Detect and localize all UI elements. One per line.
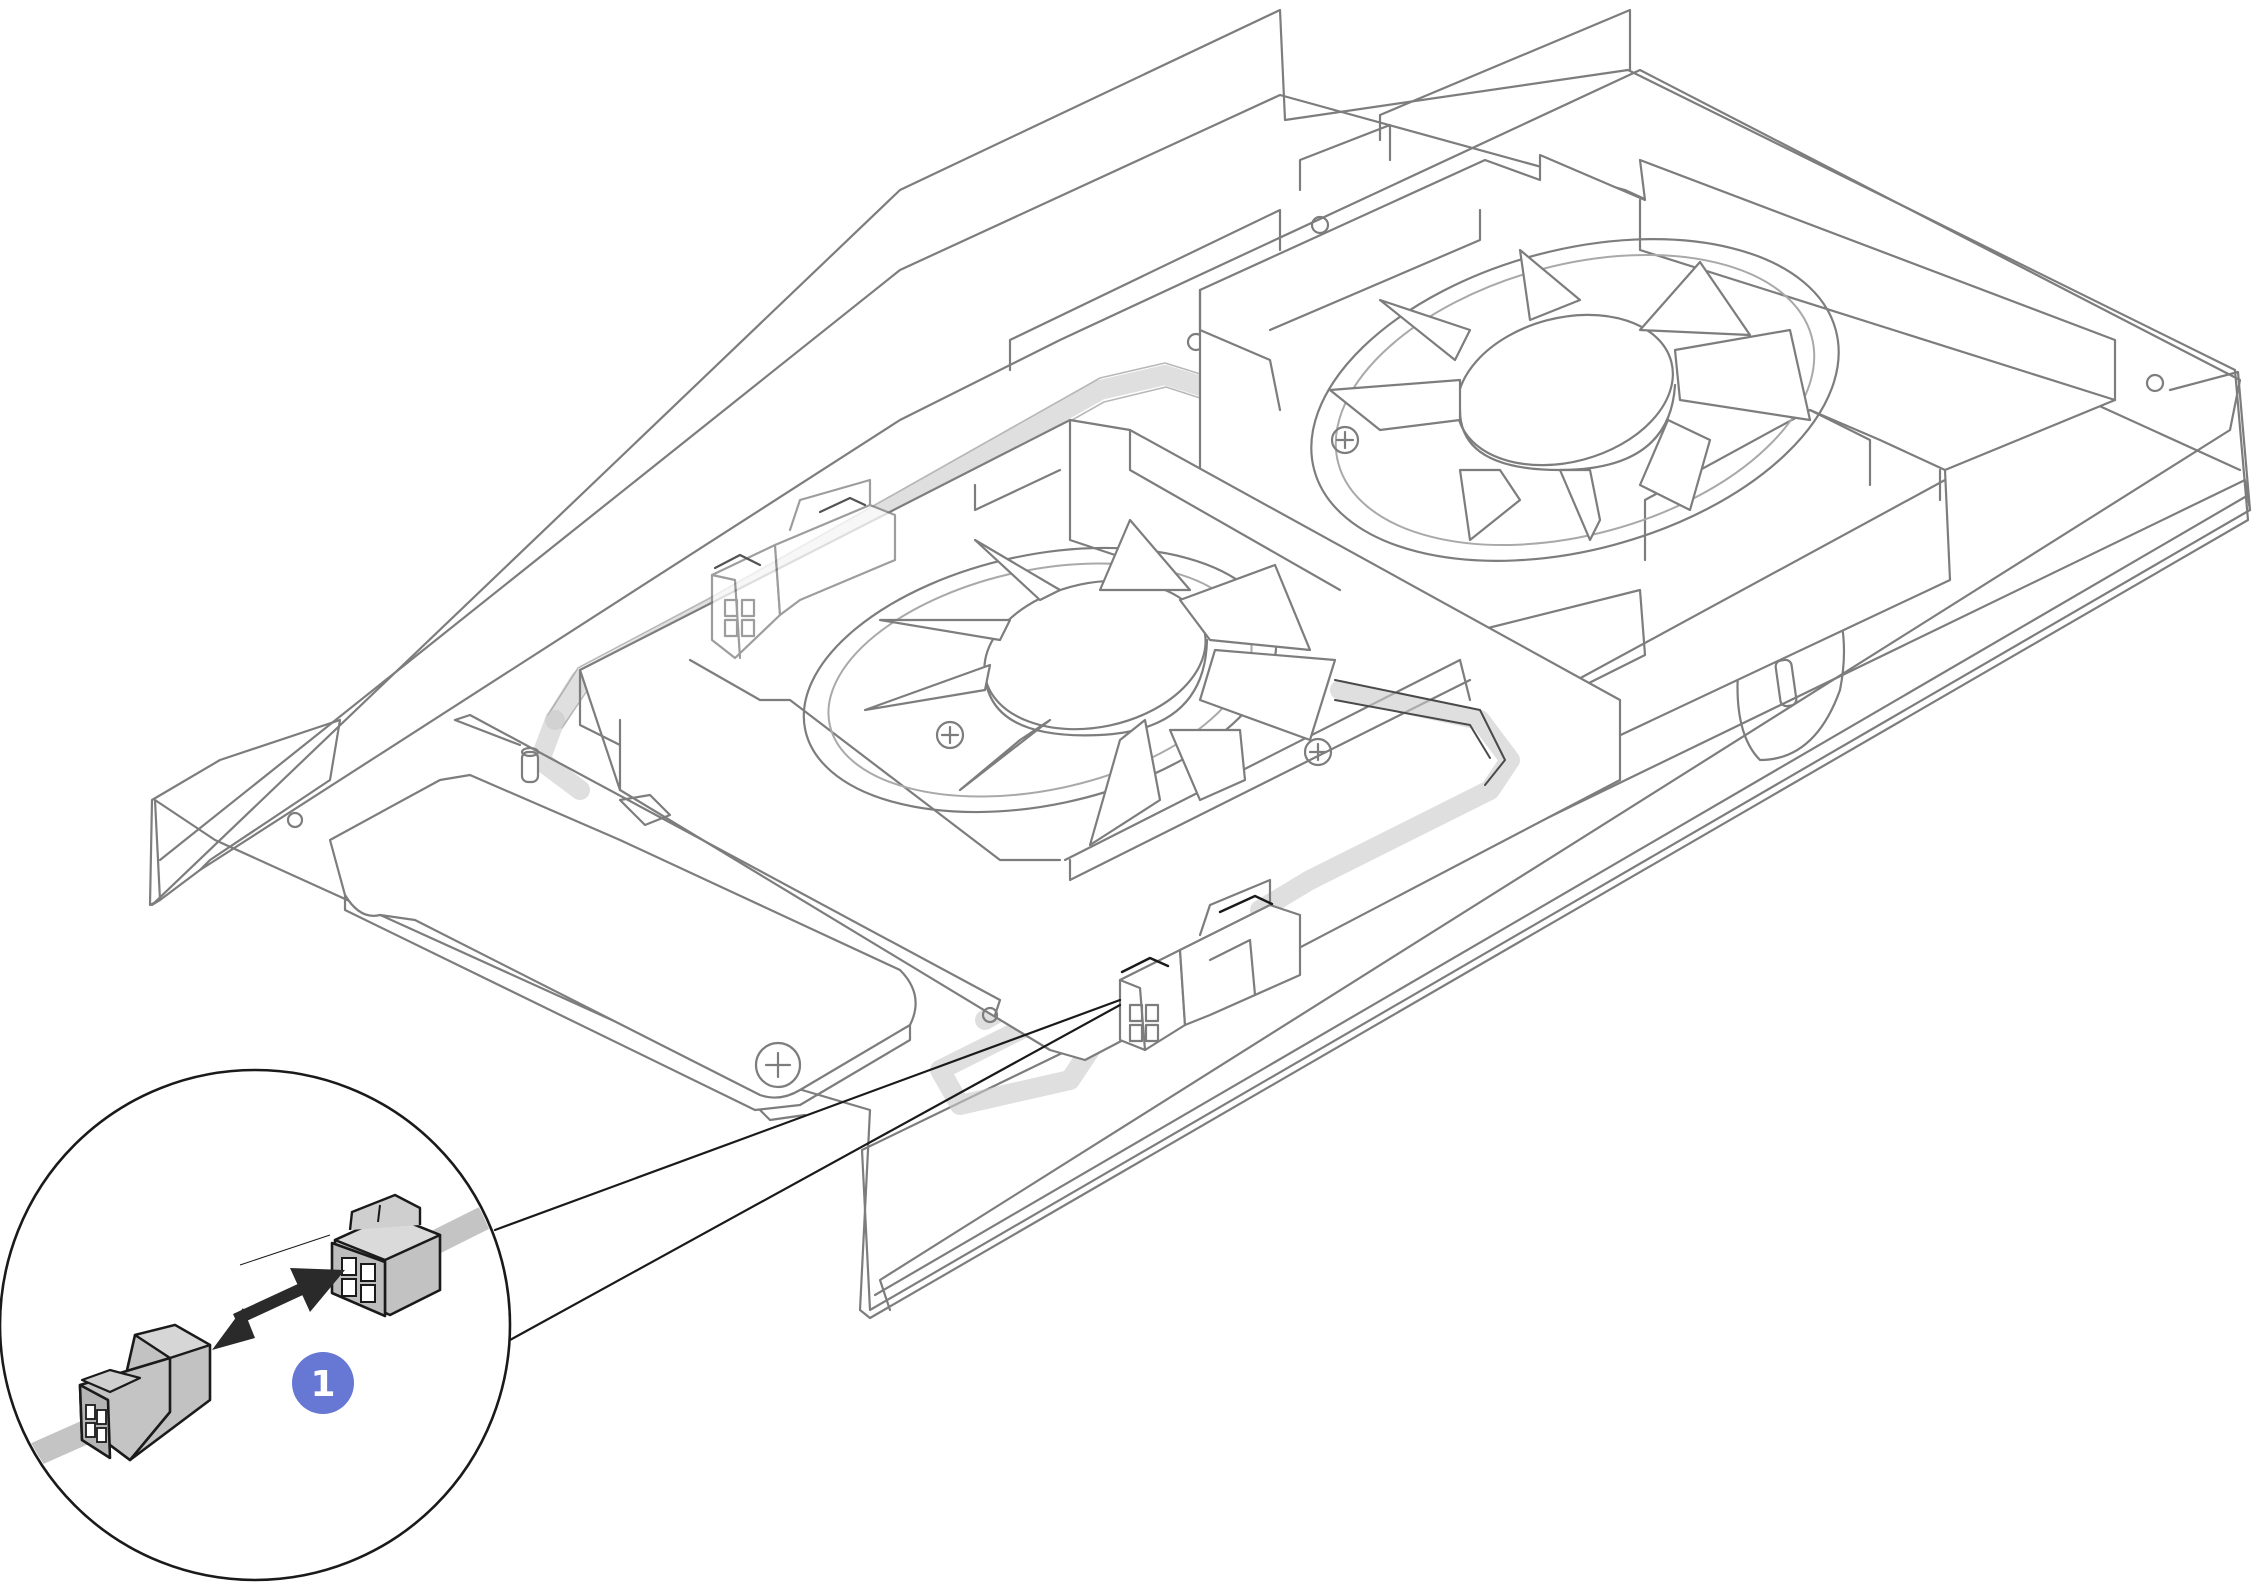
fan-1-blade xyxy=(878,618,1012,642)
fan-1-screw xyxy=(1303,737,1333,767)
tray-left-bracket xyxy=(148,718,342,907)
callout-1: 1 xyxy=(292,1352,354,1414)
board-outline xyxy=(328,773,917,1099)
fan-1-screw xyxy=(935,720,965,750)
fan-2-blade xyxy=(1458,468,1522,542)
detail-connector-cable xyxy=(78,1323,212,1462)
fan-2-blade xyxy=(1518,248,1582,322)
fan-2-connector-ghost xyxy=(710,478,897,660)
board-latch xyxy=(618,793,672,827)
fan-1-blade xyxy=(1088,718,1162,847)
tray-slot-hole xyxy=(1774,658,1798,708)
fan-2-blade xyxy=(1558,468,1602,542)
fan-1-cable xyxy=(1250,679,1520,920)
fan-2-blade xyxy=(1673,328,1812,422)
tray-tab xyxy=(1008,208,1282,372)
fan-2 xyxy=(1198,153,2117,782)
board-pin xyxy=(520,750,540,784)
board-screw xyxy=(754,1041,802,1089)
fan-2-blade xyxy=(1638,260,1752,337)
disconnect-arrow xyxy=(212,1234,345,1350)
tray-tab xyxy=(1298,123,1392,192)
circuit-board xyxy=(328,713,1002,1122)
arrow-shaft xyxy=(233,1283,305,1325)
magnified-detail: 1 xyxy=(0,1068,512,1582)
callout-1-label: 1 xyxy=(310,1364,335,1405)
magnifier-circle xyxy=(0,1068,512,1582)
fan-1-blade xyxy=(1178,563,1312,652)
fan-1-blade xyxy=(1098,518,1192,592)
detail-connector-fan xyxy=(330,1193,442,1318)
fan-1-blade xyxy=(958,718,1052,792)
arrow-head-right xyxy=(290,1268,345,1312)
tray-hole xyxy=(2145,373,2165,393)
callout-1-circle xyxy=(292,1352,354,1414)
tray-tab xyxy=(1378,8,1632,142)
arrow-head-left xyxy=(212,1308,255,1350)
fan-2-blade xyxy=(1378,298,1472,362)
fan-1-blade xyxy=(1168,728,1247,802)
fan-2-blade xyxy=(1328,378,1462,432)
fan-2-blade xyxy=(1638,418,1712,512)
fan-1-blade xyxy=(863,663,992,712)
fan-2-screw xyxy=(1330,425,1360,455)
fan-1-blade xyxy=(973,538,1062,602)
fan-1-connector xyxy=(1118,878,1302,1052)
tray-hole xyxy=(1310,215,1330,235)
magnifier-leader xyxy=(493,998,1122,1342)
fan-1-blade xyxy=(1198,648,1337,742)
